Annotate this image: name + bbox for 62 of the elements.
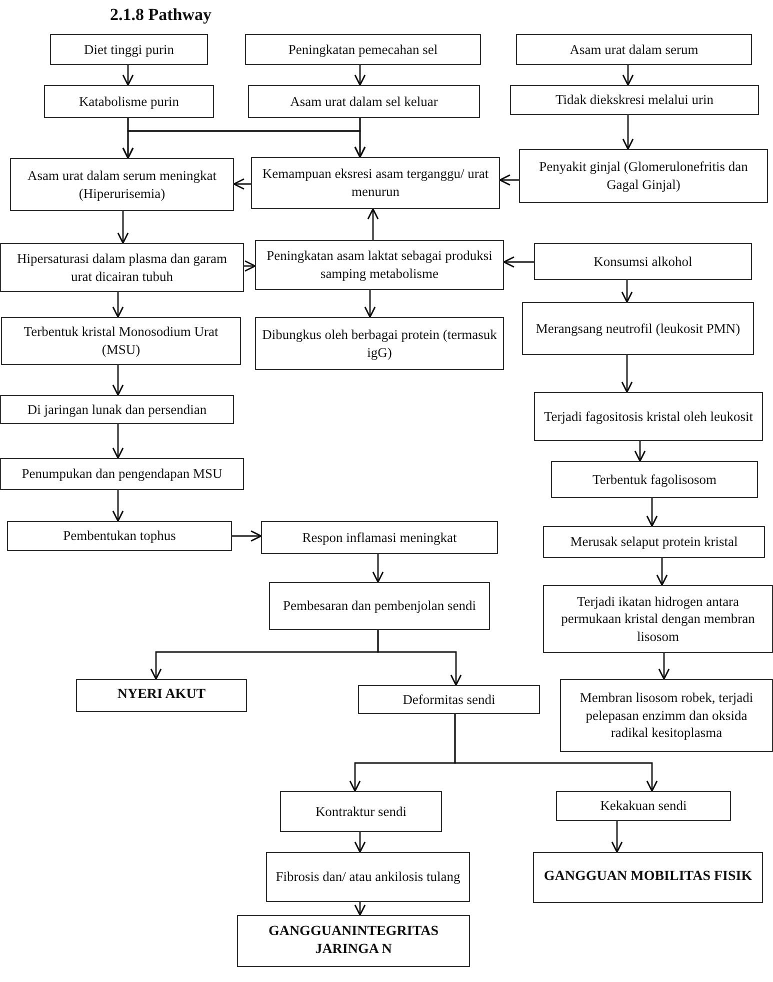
process-box: Terbentuk fagolisosom — [551, 461, 758, 498]
arrow — [656, 558, 668, 586]
arrow — [354, 902, 366, 916]
arrow — [621, 280, 633, 303]
process-box: Kekakuan sendi — [556, 791, 731, 821]
arrow — [454, 714, 658, 792]
arrow — [112, 365, 124, 396]
process-box: Konsumsi alkohol — [534, 243, 752, 280]
arrow — [622, 65, 634, 86]
process-box: Terjadi ikatan hidrogen antara permukaan kristal dengan membran lisosom — [543, 585, 773, 653]
arrow — [232, 530, 262, 542]
arrow — [658, 653, 670, 680]
process-box: Respon inflamasi meningkat — [261, 521, 498, 554]
process-box: Dibungkus oleh berbagai protein (termasuk igG) — [255, 317, 504, 370]
arrow — [622, 115, 634, 150]
process-box: Peningkatan pemecahan sel — [245, 34, 481, 65]
process-box: Kontraktur sendi — [280, 791, 442, 832]
arrow — [233, 178, 251, 190]
arrow — [372, 554, 384, 583]
arrow — [112, 424, 124, 459]
process-box: Asam urat dalam serum meningkat (Hiperurisemia) — [10, 158, 234, 211]
process-box: Terjadi fagositosis kristal oleh leukosit — [534, 392, 763, 441]
arrow — [503, 256, 534, 268]
process-box: Pembesaran dan pembenjolan sendi — [269, 582, 490, 630]
arrow — [244, 260, 256, 272]
arrow — [112, 490, 124, 522]
process-box: Diet tinggi purin — [50, 34, 208, 65]
arrow — [621, 355, 633, 393]
outcome-box: GANGGUAN MOBILITAS FISIK — [533, 852, 763, 903]
process-box: Penumpukan dan pengendapan MSU — [0, 458, 244, 490]
arrow — [354, 65, 366, 86]
process-box: Katabolisme purin — [44, 85, 214, 118]
process-box: Fibrosis dan/ atau ankilosis tulang — [266, 852, 470, 902]
process-box: Merangsang neutrofil (leukosit PMN) — [522, 302, 754, 355]
arrow — [634, 441, 646, 462]
process-box: Di jaringan lunak dan persendian — [0, 395, 234, 424]
process-box: Merusak selaput protein kristal — [543, 526, 765, 558]
process-box: Asam urat dalam serum — [516, 34, 752, 65]
arrow — [122, 65, 134, 86]
outcome-box: GANGGUANINTEGRITAS JARINGA N — [237, 915, 470, 967]
process-box: Asam urat dalam sel keluar — [248, 85, 480, 118]
process-box: Pembentukan tophus — [7, 521, 232, 551]
arrow — [354, 118, 366, 158]
arrow — [354, 832, 366, 853]
outcome-box: NYERI AKUT — [76, 679, 247, 712]
process-box: Kemampuan eksresi asam terganggu/ urat menurun — [251, 157, 500, 209]
process-box: Hipersaturasi dalam plasma dan garam urat dicairan tubuh — [0, 243, 244, 292]
arrow — [646, 498, 658, 527]
process-box: Peningkatan asam laktat sebagai produksi samping metabolisme — [255, 240, 504, 290]
section-heading: 2.1.8 Pathway — [110, 5, 212, 25]
arrow — [499, 174, 519, 186]
arrow — [377, 630, 462, 686]
arrow — [611, 821, 623, 853]
arrow — [112, 292, 124, 318]
process-box: Tidak diekskresi melalui urin — [510, 85, 759, 115]
process-box: Terbentuk kristal Monosodium Urat (MSU) — [1, 317, 241, 365]
process-box: Membran lisosom robek, terjadi pelepasan enzimm dan oksida radikal kesitoplasma — [560, 679, 773, 752]
process-box: Deformitas sendi — [358, 685, 540, 714]
arrow — [117, 211, 129, 244]
process-box: Penyakit ginjal (Glomerulonefritis dan Gagal Ginjal) — [519, 149, 768, 203]
arrow — [364, 290, 376, 318]
arrow — [367, 208, 379, 240]
